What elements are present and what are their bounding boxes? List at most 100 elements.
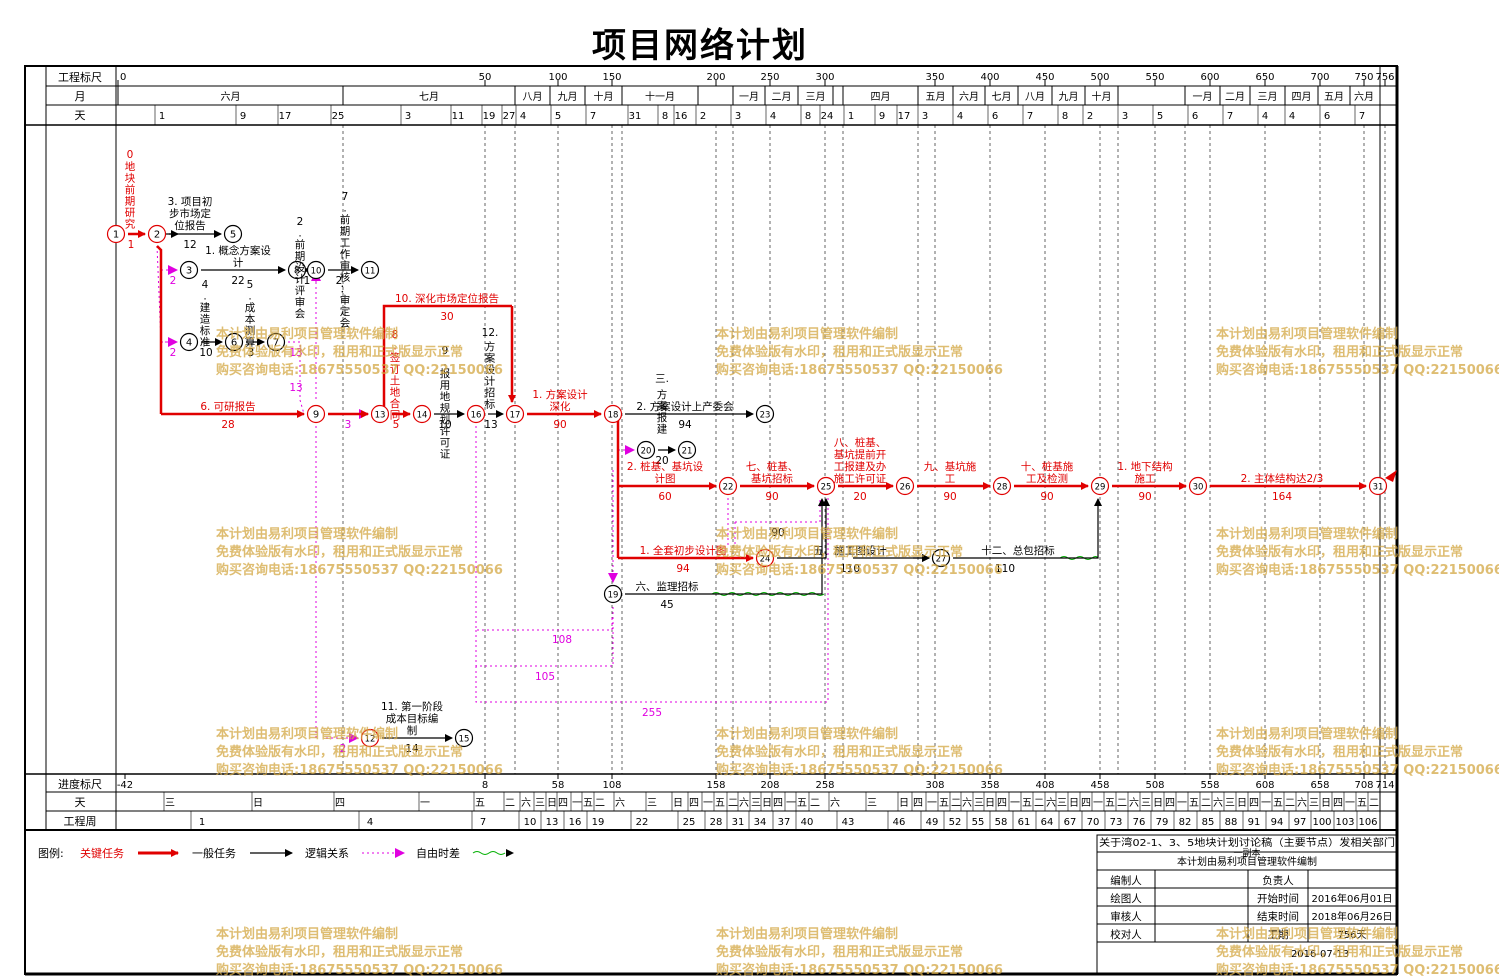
task-arrow [777, 510, 827, 559]
task-label-char: 计 [485, 375, 496, 388]
event-node-id: 8 [294, 266, 300, 277]
task-label: 90 [765, 491, 778, 503]
scale-tick-label: 500 [1090, 72, 1109, 83]
week-label: 58 [995, 817, 1008, 828]
week-label: 79 [1156, 817, 1169, 828]
weekday-label: 日 [1069, 798, 1079, 809]
task-label: 10 [199, 347, 212, 359]
svg-text:免费体验版有水印，租用和正式版显示正常: 免费体验版有水印，租用和正式版显示正常 [216, 944, 463, 960]
task-label: 2. 方案设计上产委会 [636, 400, 734, 413]
task-label: 255 [642, 707, 662, 719]
task-label: 2 [170, 347, 177, 359]
weekday-label: 六 [830, 797, 840, 809]
day-label: 4 [1289, 111, 1295, 122]
event-node [755, 404, 775, 424]
task-label-char: 证 [440, 449, 451, 461]
day-label: 5 [555, 111, 561, 122]
week-label: 49 [926, 817, 939, 828]
weekday-label: 日 [1237, 798, 1247, 809]
weekday-label: 日 [547, 798, 557, 809]
weekday-label: 四 [1165, 798, 1175, 809]
task-label-char: 方 [657, 388, 668, 401]
task-label-char: 作 [340, 249, 351, 261]
task-label-char: 成 [245, 302, 256, 314]
svg-text:购买咨询电话:18675550537 QQ:22150066: 购买咨询电话:18675550537 QQ:22150066 [216, 762, 503, 778]
watermark-text: 本计划由易利项目管理软件编制免费体验版有水印，租用和正式版显示正常购买咨询电话:… [216, 526, 503, 578]
task-label: 90 [1138, 491, 1151, 503]
event-node-id: 29 [1095, 483, 1106, 493]
scale-tick-label: 650 [1255, 72, 1274, 83]
task-label: 10. 深化市场定位报告 [395, 292, 499, 305]
task-label: 20 [655, 455, 668, 467]
task-label-char: 前 [125, 183, 136, 196]
task-label: 2. 主体结构达2/3 [1241, 472, 1324, 485]
event-node-id: 31 [1373, 483, 1384, 493]
watermark-text: 本计划由易利项目管理软件编制免费体验版有水印，租用和正式版显示正常购买咨询电话:… [716, 526, 1003, 578]
task-label-char: . [248, 291, 251, 303]
event-node-id: 23 [760, 411, 771, 421]
day-label: 11 [452, 111, 465, 122]
svg-text:本计划由易利项目管理软件编制: 本计划由易利项目管理软件编制 [216, 526, 398, 542]
event-node [636, 440, 656, 460]
weekday-label: 一 [786, 798, 796, 809]
month-label: 三月 [806, 91, 826, 103]
task-label: 五、施工图设计 [813, 544, 887, 557]
task-label-char: 建 [200, 301, 211, 314]
task-label: 工及检测 [1026, 472, 1068, 485]
task-label-char: 可 [440, 437, 451, 449]
week-label: 43 [842, 817, 855, 828]
week-label: 67 [1064, 817, 1077, 828]
title-block-key2: 负责人 [1262, 874, 1294, 887]
week-label: 31 [732, 817, 745, 828]
event-node-id: 12 [365, 735, 376, 745]
row-label-scale: 工程标尺 [58, 70, 102, 84]
task-arrow [625, 510, 823, 595]
week-label: 55 [972, 817, 985, 828]
critical-task-path [156, 245, 163, 414]
watermark-text: 本计划由易利项目管理软件编制免费体验版有水印，租用和正式版显示正常购买咨询电话:… [716, 326, 1003, 378]
weekday-label: 四 [1081, 798, 1091, 809]
task-label: 12. [482, 327, 499, 339]
event-node-id: 20 [641, 447, 652, 457]
svg-text:免费体验版有水印，租用和正式版显示正常: 免费体验版有水印，租用和正式版显示正常 [1216, 944, 1463, 960]
task-label: 深化 [550, 400, 571, 413]
event-node [1368, 476, 1388, 496]
event-node [306, 404, 326, 424]
task-label-char: 标 [200, 325, 211, 337]
title-block-key: 绘图人 [1110, 892, 1142, 905]
day-label: 9 [240, 111, 246, 122]
task-label: 90 [771, 527, 784, 539]
event-node-id: 24 [760, 555, 771, 565]
day-label: 9 [879, 111, 885, 122]
task-label: 45 [660, 599, 673, 611]
scale-tick-label: 350 [925, 72, 944, 83]
task-label: 164 [1272, 491, 1292, 503]
task-label-char: 8 [392, 329, 399, 341]
task-label-char: 本 [245, 313, 256, 326]
title-block-date: 2016-07-13 [1291, 949, 1349, 960]
title-block-line1: 关于湾02-1、3、5地块计划讨论稿（主要节点）发相关部门 [1099, 836, 1395, 849]
task-label: 2 [336, 275, 343, 287]
weekday-label: 三 [165, 798, 175, 809]
event-node-id: 14 [417, 411, 428, 421]
title-block-value: 2016年06月01日 [1312, 892, 1393, 905]
month-label: 六月 [1354, 91, 1374, 103]
weekday-label: 三 [1141, 798, 1151, 809]
task-label: 计图 [655, 472, 676, 485]
progress-tick-label: 108 [602, 780, 621, 791]
day-label: 1 [848, 111, 854, 122]
progress-tick-label: 408 [1035, 780, 1054, 791]
weekday-label: 二 [1117, 798, 1127, 809]
week-label: 94 [1271, 817, 1284, 828]
page-title: 项目网络计划 [592, 26, 808, 66]
task-label-char: 设 [295, 262, 306, 274]
day-label: 3 [405, 111, 411, 122]
day-label: 2 [1087, 111, 1093, 122]
legend-float-line [472, 851, 506, 855]
task-label-char: 地 [390, 386, 401, 399]
task-label-char: 案 [657, 400, 668, 413]
progress-tick-label: 708 [1354, 780, 1373, 791]
task-label-char: 报 [440, 367, 451, 380]
